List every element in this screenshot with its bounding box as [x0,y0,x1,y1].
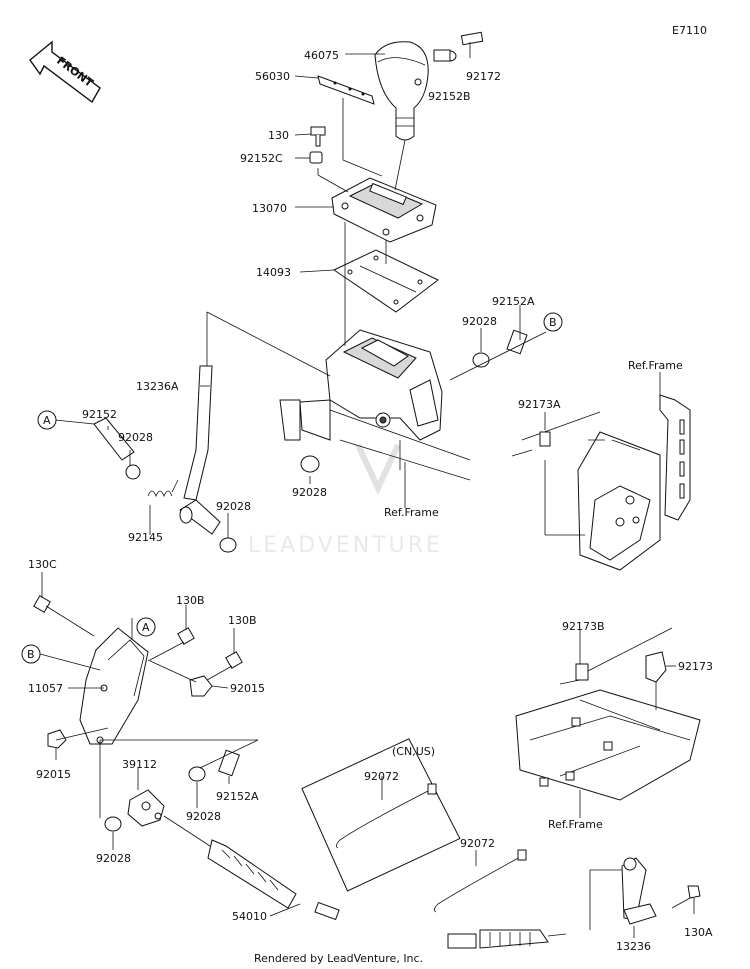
leader-lines-lower-right [559,630,676,818]
cable-tie-92072-box [301,738,461,892]
leader-lines-top [206,42,547,508]
label-ref-frame-2: Ref.Frame [384,506,439,519]
label-92028-a: 92028 [118,431,153,444]
sleeve-92152 [93,417,135,461]
leader-lines-bottom [269,776,695,938]
label-46075: 46075 [304,49,339,62]
label-92072-a: 92072 [364,770,399,783]
label-13236: 13236 [616,940,651,953]
diagram-code: E7110 [672,24,707,37]
bolt-130 [310,126,326,147]
callout-a-mid: A [136,617,156,637]
indicator-plate [317,75,375,105]
label-92173: 92173 [678,660,713,673]
label-13236a: 13236A [136,380,179,393]
label-region-note: (CN,US) [392,745,435,758]
watermark-text: LEADVENTURE [248,533,443,558]
spring-92145 [147,479,179,498]
joint-39112 [127,789,165,827]
label-92145: 92145 [128,531,163,544]
label-130b-2: 130B [228,614,257,627]
label-ref-frame-1: Ref.Frame [628,359,683,372]
label-130: 130 [268,129,289,142]
svg-text:B: B [549,316,557,329]
collar-92028-b [472,352,490,368]
label-92152b: 92152B [428,90,471,103]
label-130c: 130C [28,558,57,571]
callout-b-mid: B [21,644,41,664]
bolt-130a [671,885,701,909]
label-130a: 130A [684,926,713,939]
sleeve-92152a-top [506,329,528,355]
label-39112: 39112 [122,758,157,771]
collar-92028-e [188,766,206,782]
bolt-130c [33,595,95,637]
label-92028-e: 92028 [186,810,221,823]
cable-tie-92173a [511,411,601,457]
label-11057: 11057 [28,682,63,695]
watermark-logo: LEADVENTURE [248,443,443,558]
shift-guide-13070 [331,177,437,243]
frame-bracket-right [577,394,691,571]
label-92028-b: 92028 [462,315,497,328]
gasket-14093 [332,249,439,313]
label-92028-c: 92028 [292,486,327,499]
clip-92173 [645,651,667,683]
label-14093: 14093 [256,266,291,279]
shift-arm-13236 [621,857,657,925]
cable-tie-92072-loose [434,849,527,913]
nut-92015-l [47,729,67,749]
label-92015-l: 92015 [36,768,71,781]
label-92072-b: 92072 [460,837,495,850]
leader-lines-left [54,385,229,538]
frame-lower-right [515,689,701,801]
label-56030: 56030 [255,70,290,83]
callout-b-top: B [543,312,563,332]
leader-lines-right [544,372,661,536]
svg-text:B: B [27,648,35,661]
label-92028-f: 92028 [96,852,131,865]
label-92015-r: 92015 [230,682,265,695]
label-92152a-bot: 92152A [216,790,259,803]
leader-lines-middle [39,572,259,850]
shift-lever-13236a [179,365,221,535]
shifter-housing [279,329,471,481]
bracket-11057 [79,627,149,745]
front-arrow-icon: FRONT [29,40,101,104]
shift-cable-54010 [207,839,567,952]
nut-92015-r [189,675,213,697]
label-ref-frame-3: Ref.Frame [548,818,603,831]
svg-text:A: A [43,414,51,427]
label-92173a: 92173A [518,398,561,411]
knob-pin [433,31,484,62]
collar-92028-f [104,816,122,832]
svg-text:A: A [142,621,150,634]
collar-92028-a [125,464,141,480]
footer-credit: Rendered by LeadVenture, Inc. [254,952,423,965]
collar-92028-d [219,537,237,553]
label-92172: 92172 [466,70,501,83]
label-92152a-top: 92152A [492,295,535,308]
shift-knob [374,41,429,141]
label-54010: 54010 [232,910,267,923]
callout-a-left: A [37,410,57,430]
cable-tie-92173b [575,627,673,681]
label-13070: 13070 [252,202,287,215]
label-92152c: 92152C [240,152,283,165]
label-92028-d: 92028 [216,500,251,513]
label-92152: 92152 [82,408,117,421]
sleeve-92152a-bot [218,749,240,777]
label-130b-1: 130B [176,594,205,607]
collar-92028-c [300,455,320,473]
collar-92152c [309,151,323,164]
label-92173b: 92173B [562,620,605,633]
bolt-130b-1 [149,627,195,661]
